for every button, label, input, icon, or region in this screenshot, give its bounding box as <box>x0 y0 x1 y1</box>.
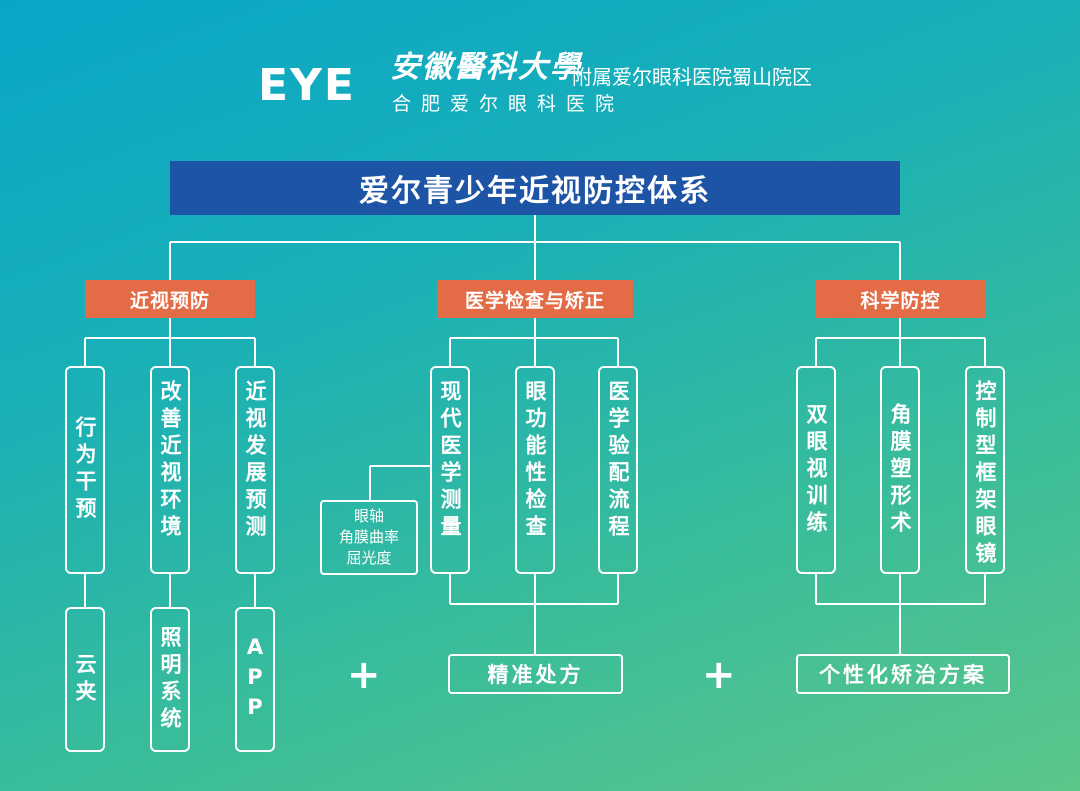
plus-sign-left: + <box>347 652 381 698</box>
eye-logo: EYE <box>258 60 356 111</box>
item-control-spectacles: 控制型框架眼镜 <box>965 366 1005 574</box>
plus-sign-right: + <box>702 652 736 698</box>
item-fitting-process: 医学验配流程 <box>598 366 638 574</box>
hospital-name: 合肥爱尔眼科医院 <box>392 93 625 115</box>
note-axial-length: 眼轴 <box>353 507 384 525</box>
affiliation-text: 附属爱尔眼科医院蜀山院区 <box>572 65 812 89</box>
result-precise-prescription: 精准处方 <box>448 654 623 694</box>
result-personalized-plan: 个性化矫治方案 <box>796 654 1010 694</box>
item-binocular-training: 双眼视训练 <box>796 366 836 574</box>
item-modern-measurement: 现代医学测量 <box>430 366 470 574</box>
item-eye-function-check: 眼功能性检查 <box>515 366 555 574</box>
category-prevention: 近视预防 <box>85 280 255 318</box>
note-refraction: 屈光度 <box>346 549 392 567</box>
measurement-notes: 眼轴 角膜曲率 屈光度 <box>320 500 418 575</box>
item-improve-environment: 改善近视环境 <box>150 366 190 574</box>
sub-item-app: APP <box>235 607 275 752</box>
note-corneal-curvature: 角膜曲率 <box>338 528 399 546</box>
sub-item-cloud-clip: 云夹 <box>65 607 105 752</box>
sub-item-lighting-system: 照明系统 <box>150 607 190 752</box>
system-title: 爱尔青少年近视防控体系 <box>170 161 900 215</box>
category-medical-check: 医学检查与矫正 <box>437 280 633 318</box>
university-name: 安徽醫科大學 <box>390 50 582 85</box>
item-behavior-intervention: 行为干预 <box>65 366 105 574</box>
category-scientific-control: 科学防控 <box>816 280 985 318</box>
item-orthokeratology: 角膜塑形术 <box>880 366 920 574</box>
item-development-prediction: 近视发展预测 <box>235 366 275 574</box>
